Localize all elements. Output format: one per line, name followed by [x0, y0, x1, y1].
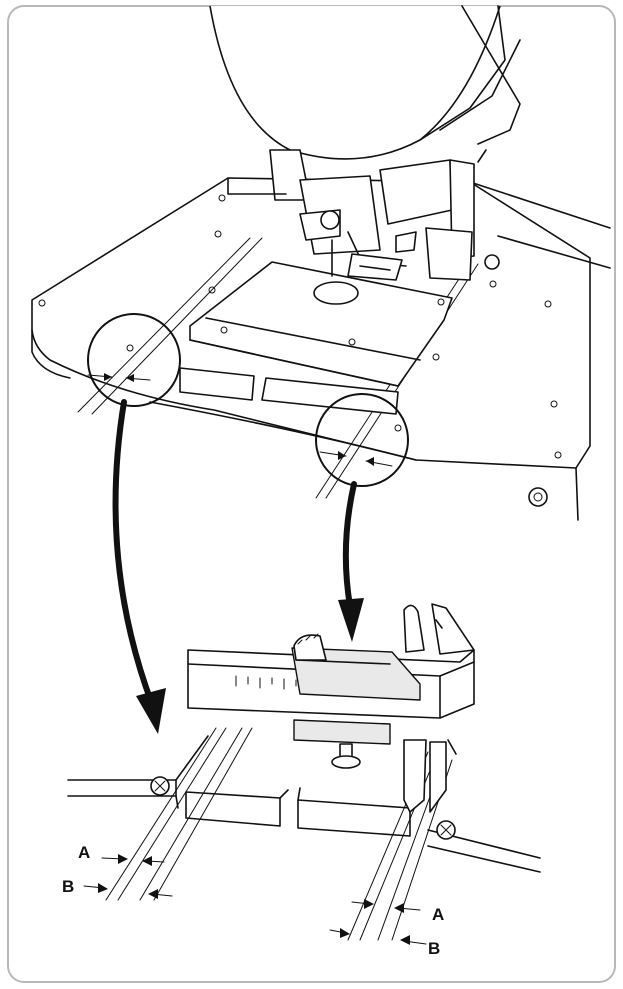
label-right-b: B: [428, 939, 440, 958]
zoom-arrow-left: [112, 399, 166, 734]
vernier-caliper: [187, 603, 475, 813]
detail-circle-right: [315, 393, 409, 487]
dimension-left-b: [83, 883, 173, 899]
bed-detail: [67, 727, 541, 941]
detail-circle-left: [87, 313, 181, 407]
label-left-b: B: [62, 877, 74, 896]
zoom-arrow-right: [338, 481, 364, 642]
label-left-a: A: [78, 843, 90, 862]
dimension-left-a: [101, 854, 165, 866]
dimension-right-b: [329, 928, 427, 945]
sewing-machine-head: [209, 5, 521, 281]
work-clamp-plate: [179, 261, 453, 415]
label-right-a: A: [432, 905, 444, 924]
dimension-right-a: [351, 899, 421, 913]
